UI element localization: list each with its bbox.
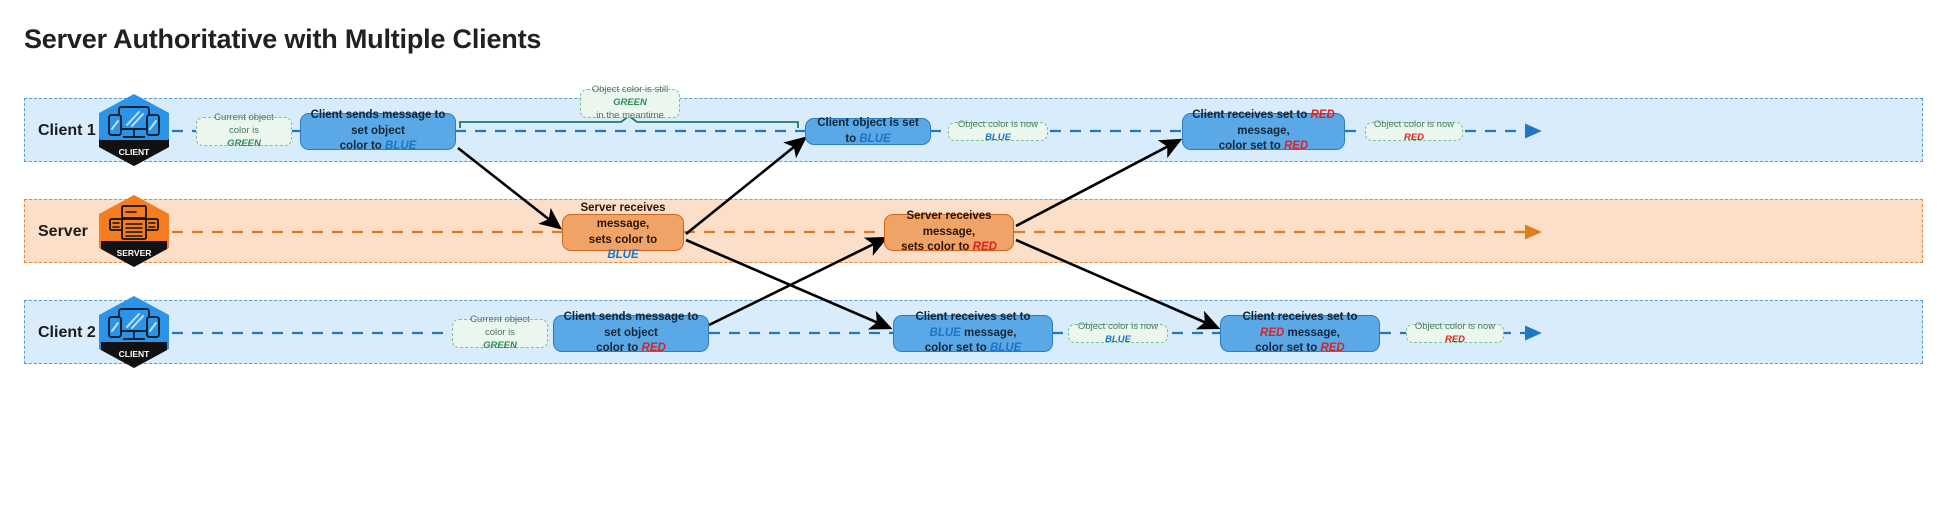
note-text: Current object color is — [214, 112, 274, 137]
box-line-1-prefix: Client receives set to — [915, 311, 1031, 324]
box-line-2-prefix: color set to — [1255, 342, 1321, 355]
note-client1-initial-color: Current object color is GREEN — [196, 112, 292, 149]
note-keyword: BLUE — [985, 131, 1011, 143]
box-line-1-keyword: BLUE — [929, 326, 961, 339]
box-line-1-prefix: Client object is set to — [817, 116, 919, 145]
note-client2-initial-color: Current object color is GREEN — [452, 314, 548, 351]
box-line-1-keyword: BLUE — [859, 132, 891, 145]
box-client2-send-red[interactable]: Client sends message to set object color… — [553, 311, 709, 355]
note-client1-now-blue: Object color is now BLUE — [948, 118, 1048, 143]
box-line-2-prefix: color set to — [1218, 140, 1284, 153]
lane-label-client-2: Client 2 — [38, 324, 96, 341]
box-line-2-keyword: BLUE — [385, 140, 417, 153]
note-client1-still-green: Object color is still GREEN in the meant… — [580, 84, 680, 121]
box-line-2-keyword: RED — [1320, 342, 1345, 355]
client-hexagon-icon: CLIENT — [97, 93, 171, 167]
server-hexagon-caption: SERVER — [117, 248, 152, 258]
box-server-receive-red[interactable]: Server receives message, sets color to R… — [884, 210, 1014, 254]
box-line-1-prefix: Client receives set to — [1242, 311, 1358, 324]
box-line-1-keyword: RED — [1260, 326, 1285, 339]
box-client2-receive-blue[interactable]: Client receives set to BLUE message, col… — [893, 311, 1053, 355]
lane-label-server: Server — [38, 223, 88, 240]
note-keyword: BLUE — [1105, 333, 1131, 345]
box-line-1-suffix: message, — [1237, 124, 1290, 137]
note-keyword: GREEN — [227, 137, 261, 149]
note-client2-now-red: Object color is now RED — [1406, 320, 1504, 345]
client-hexagon-caption: CLIENT — [119, 147, 151, 157]
server-hexagon-icon: SERVER — [97, 194, 171, 268]
box-line-2-keyword: RED — [641, 342, 666, 355]
box-line-2-prefix: color to — [339, 140, 386, 153]
box-line-1: Client sends message to set object — [310, 109, 446, 137]
box-line-1-keyword: RED — [1310, 109, 1335, 122]
note-text: Current object color is — [470, 314, 530, 339]
box-client2-receive-red[interactable]: Client receives set to RED message, colo… — [1220, 311, 1380, 355]
box-line-2-prefix: sets color to — [588, 233, 658, 246]
box-line-2-keyword: BLUE — [607, 249, 639, 262]
box-line-1-prefix: Client receives set to — [1192, 109, 1311, 122]
note-keyword: RED — [1444, 333, 1466, 345]
note-text-2: in the meantime — [596, 109, 664, 121]
box-line-2-keyword: RED — [972, 241, 997, 254]
box-line-2-prefix: color set to — [924, 342, 990, 355]
box-line-1: Client sends message to set object — [563, 311, 699, 339]
box-server-receive-blue[interactable]: Server receives message, sets color to B… — [562, 202, 684, 261]
note-client2-now-blue: Object color is now BLUE — [1068, 320, 1168, 345]
note-text: Object color is still — [591, 84, 669, 96]
page-title: Server Authoritative with Multiple Clien… — [24, 24, 542, 54]
note-text: Object color is now — [1077, 320, 1159, 332]
client-hexagon-icon: CLIENT — [97, 295, 171, 369]
lane-label-client-1: Client 1 — [38, 122, 96, 139]
box-line-1-suffix: message, — [960, 326, 1017, 339]
note-keyword: GREEN — [483, 339, 517, 351]
box-line-2-prefix: sets color to — [901, 241, 973, 254]
box-client1-receive-red[interactable]: Client receives set to RED message, colo… — [1182, 109, 1345, 153]
box-line-1: Server receives message, — [580, 202, 666, 230]
note-text: Object color is now — [1373, 118, 1455, 130]
note-text: Object color is now — [1414, 320, 1496, 332]
box-line-2-prefix: color to — [596, 342, 642, 355]
box-client1-object-set-blue[interactable]: Client object is set to BLUE — [805, 116, 931, 145]
note-text: Object color is now — [957, 118, 1039, 130]
note-keyword: RED — [1403, 131, 1425, 143]
box-line-1-suffix: message, — [1284, 326, 1340, 339]
note-client1-now-red: Object color is now RED — [1365, 118, 1463, 143]
note-keyword: GREEN — [613, 97, 647, 109]
box-line-2-keyword: BLUE — [989, 342, 1022, 355]
box-line-1: Server receives message, — [906, 210, 992, 238]
client-hexagon-caption: CLIENT — [119, 349, 151, 359]
box-client1-send-blue[interactable]: Client sends message to set object color… — [300, 109, 456, 153]
box-line-2-keyword: RED — [1283, 140, 1309, 153]
